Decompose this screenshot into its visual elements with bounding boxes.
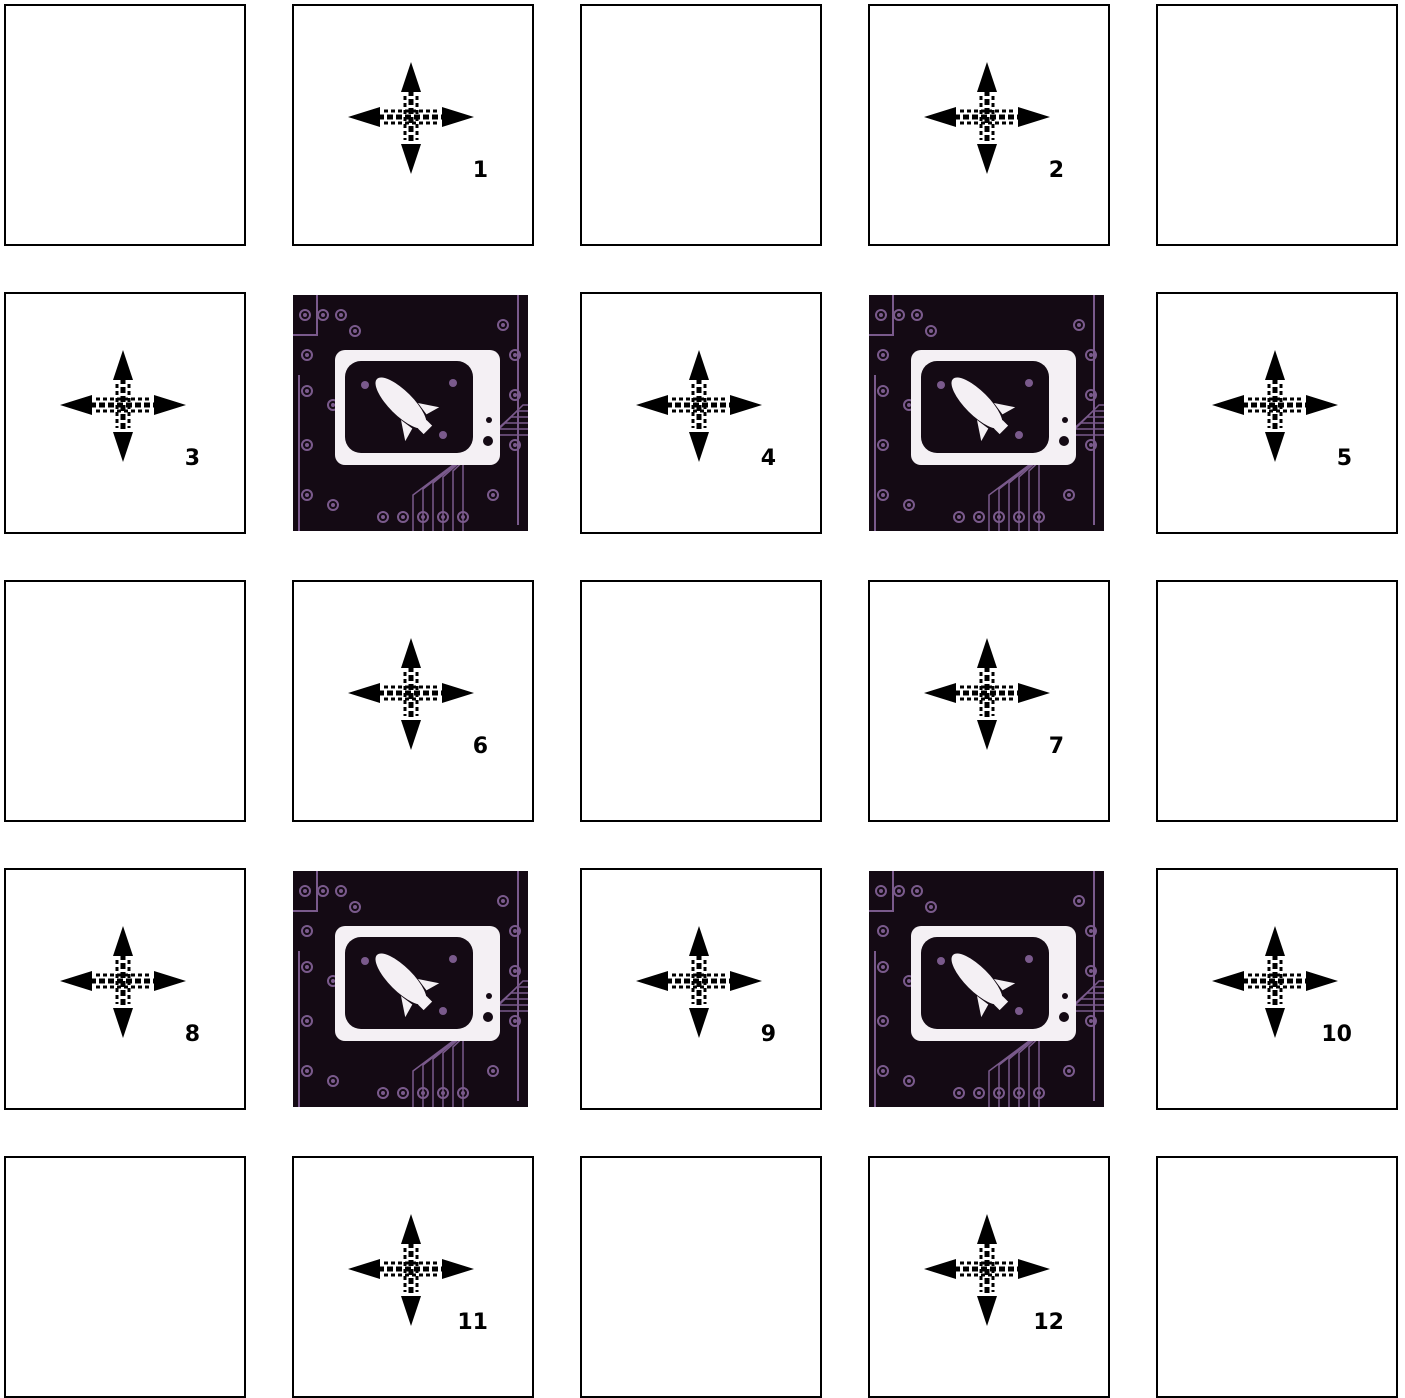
tile-number: 2: [1049, 158, 1064, 183]
tile-number: 7: [1049, 734, 1064, 759]
move-arrows-icon: [634, 920, 764, 1042]
move-arrows-icon: [58, 344, 188, 466]
rocket-monitor-icon[interactable]: [869, 871, 1104, 1107]
move-arrows-icon: [1210, 344, 1340, 466]
blank-tile[interactable]: [1156, 580, 1398, 822]
move-arrows-icon: [922, 632, 1052, 754]
blank-tile[interactable]: [4, 580, 246, 822]
move-tile[interactable]: 2: [868, 4, 1110, 246]
tile-number: 4: [761, 446, 776, 471]
tile-number: 1: [473, 158, 488, 183]
move-tile[interactable]: 7: [868, 580, 1110, 822]
move-tile[interactable]: 9: [580, 868, 822, 1110]
move-tile[interactable]: 5: [1156, 292, 1398, 534]
move-tile[interactable]: 3: [4, 292, 246, 534]
rocket-monitor-icon[interactable]: [293, 295, 528, 531]
blank-tile[interactable]: [4, 1156, 246, 1398]
blank-tile[interactable]: [580, 580, 822, 822]
tile-number: 8: [185, 1022, 200, 1047]
move-arrows-icon: [922, 56, 1052, 178]
tile-number: 5: [1337, 446, 1352, 471]
blank-tile[interactable]: [580, 4, 822, 246]
move-arrows-icon: [346, 632, 476, 754]
move-tile[interactable]: 6: [292, 580, 534, 822]
tile-number: 12: [1033, 1310, 1064, 1335]
rocket-monitor-icon[interactable]: [293, 871, 528, 1107]
blank-tile[interactable]: [1156, 4, 1398, 246]
move-tile[interactable]: 12: [868, 1156, 1110, 1398]
blank-tile[interactable]: [1156, 1156, 1398, 1398]
move-arrows-icon: [346, 56, 476, 178]
tile-number: 3: [185, 446, 200, 471]
tile-number: 6: [473, 734, 488, 759]
move-tile[interactable]: 11: [292, 1156, 534, 1398]
move-arrows-icon: [58, 920, 188, 1042]
move-arrows-icon: [634, 344, 764, 466]
blank-tile[interactable]: [4, 4, 246, 246]
tile-number: 9: [761, 1022, 776, 1047]
move-tile[interactable]: 4: [580, 292, 822, 534]
move-tile[interactable]: 1: [292, 4, 534, 246]
rocket-monitor-icon[interactable]: [869, 295, 1104, 531]
tile-number: 10: [1321, 1022, 1352, 1047]
move-tile[interactable]: 10: [1156, 868, 1398, 1110]
tile-number: 11: [457, 1310, 488, 1335]
blank-tile[interactable]: [580, 1156, 822, 1398]
move-tile[interactable]: 8: [4, 868, 246, 1110]
